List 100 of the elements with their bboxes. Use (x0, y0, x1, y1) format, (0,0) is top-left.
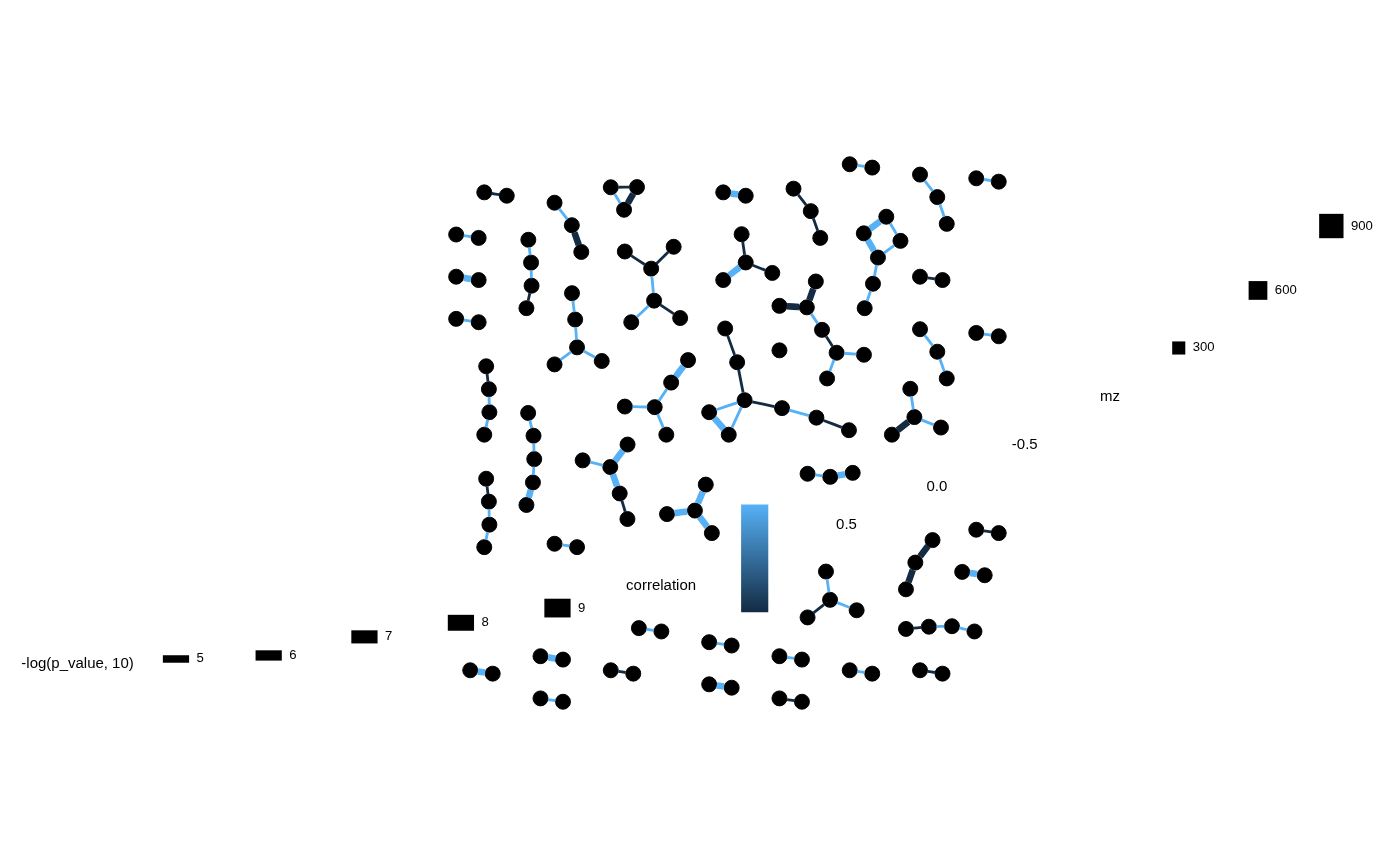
node-circle (623, 313, 640, 330)
legend-label: 600 (1274, 281, 1297, 297)
node-circle (912, 661, 928, 678)
node-circle (480, 493, 497, 510)
node-circle (802, 202, 819, 219)
node-circle (723, 637, 740, 653)
node-circle (812, 229, 829, 246)
node-circle (663, 374, 680, 391)
label: -log(p_value, 10) (21, 653, 134, 671)
connector (650, 275, 655, 293)
connector (812, 217, 820, 231)
node-circle (771, 341, 788, 358)
node-circle (966, 623, 983, 639)
node-circle (448, 268, 465, 285)
connector (620, 499, 627, 512)
connector (806, 287, 817, 301)
node-circle (658, 426, 675, 443)
connector (526, 292, 532, 301)
node-circle (736, 391, 753, 408)
connector (625, 191, 637, 205)
node-circle (892, 232, 909, 249)
connector (618, 669, 626, 674)
connector (531, 466, 536, 475)
node-circle (653, 623, 670, 639)
node-circle (701, 675, 718, 692)
node-circle (938, 215, 955, 232)
connector (883, 243, 895, 254)
node-circle (715, 183, 732, 200)
connector (741, 240, 746, 255)
connector (786, 655, 795, 660)
node-circle (470, 271, 487, 288)
connector (959, 626, 968, 631)
node-circle (807, 273, 824, 289)
node-circle (822, 591, 839, 608)
connector (485, 485, 490, 494)
connector (561, 543, 570, 547)
node-circle (525, 427, 542, 444)
connector (655, 250, 670, 264)
node-circle (737, 187, 754, 204)
node-circle (567, 311, 584, 327)
node-circle (659, 505, 675, 522)
node-circle (602, 661, 619, 678)
connector (844, 351, 857, 356)
legend-label: 300 (1192, 338, 1215, 354)
node-circle (774, 399, 790, 416)
connector (786, 697, 795, 702)
node-circle (870, 249, 886, 266)
connector (727, 264, 742, 278)
node-circle (938, 370, 955, 386)
node-circle (616, 201, 633, 218)
connector (969, 569, 978, 577)
node-circle (476, 426, 493, 443)
node-circle (476, 538, 493, 555)
connector (485, 373, 490, 382)
node-circle (470, 229, 487, 246)
node-circle (686, 502, 703, 519)
node-circle (616, 243, 633, 259)
connector (547, 653, 556, 662)
node-circle (701, 633, 718, 650)
node-circle (864, 665, 881, 682)
connector (895, 418, 911, 433)
node-circle (929, 188, 946, 205)
node-circle (629, 178, 645, 195)
connector (857, 669, 865, 674)
connector (484, 418, 490, 428)
node-circle (733, 225, 750, 242)
legend-label: 9 (578, 599, 586, 615)
node-circle (715, 271, 732, 288)
connector (463, 318, 472, 322)
node-circle (602, 178, 619, 195)
node-circle (878, 208, 895, 225)
node-circle (934, 271, 951, 288)
connector (571, 300, 576, 312)
connector (825, 335, 834, 347)
connector (873, 264, 878, 277)
connector (463, 274, 472, 282)
label: correlation (626, 575, 697, 593)
connector (487, 508, 491, 517)
connector (927, 669, 936, 674)
connector (612, 448, 626, 463)
node-circle (478, 357, 495, 374)
connector (828, 358, 836, 372)
connector (751, 399, 775, 408)
node-circle (546, 194, 563, 211)
connector (528, 419, 534, 428)
node-circle (526, 450, 543, 467)
connector (618, 185, 630, 189)
node-circle (794, 651, 810, 668)
connector (983, 332, 992, 337)
node-circle (555, 651, 571, 668)
label: 0.0 (926, 476, 948, 494)
connector (810, 312, 819, 324)
node-circle (680, 351, 696, 368)
connector (905, 568, 916, 583)
connector (656, 413, 665, 428)
node-circle (818, 563, 834, 580)
node-circle (546, 355, 563, 372)
connector (730, 406, 743, 428)
node-circle (883, 426, 900, 443)
node-circle (799, 608, 816, 625)
